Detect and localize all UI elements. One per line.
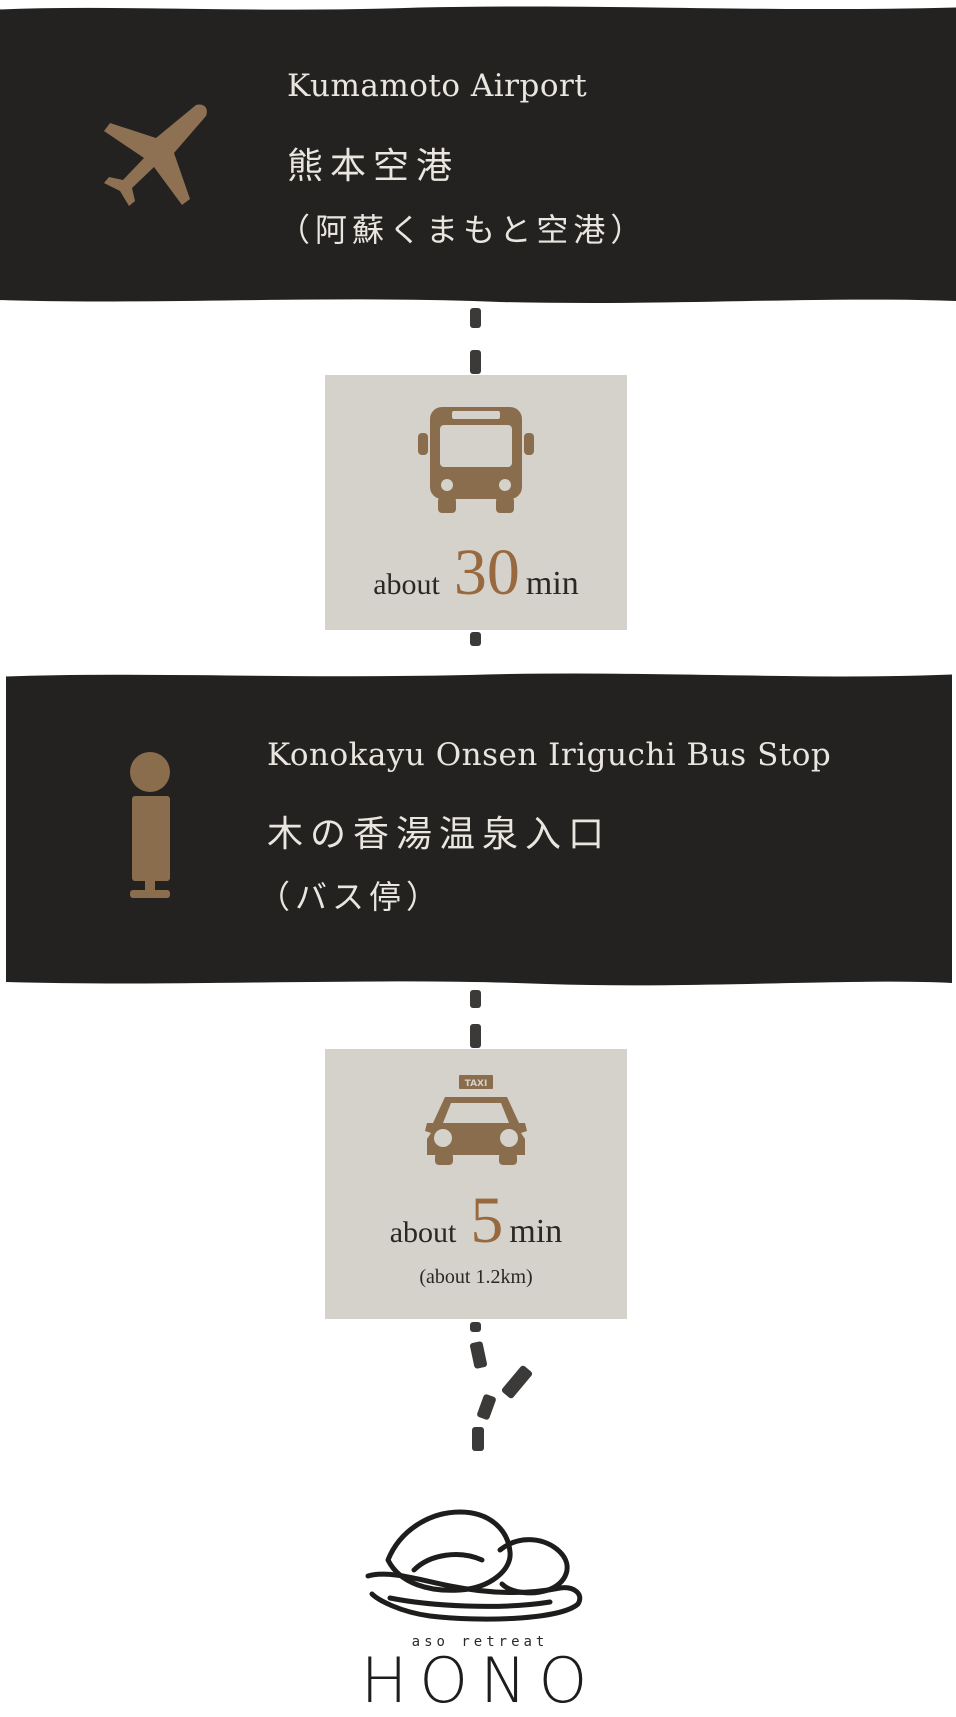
duration-about: about xyxy=(373,568,440,601)
bus-stop-panel: Konokayu Onsen Iriguchi Bus Stop 木の香湯温泉入… xyxy=(6,672,952,987)
route-dash xyxy=(469,1340,488,1370)
hono-logo-icon xyxy=(365,1509,583,1622)
bus-stop-name-ja: 木の香湯温泉入口 xyxy=(267,814,612,855)
route-dash xyxy=(470,1322,481,1332)
origin-name-ja: 熊本空港 xyxy=(287,146,460,187)
panel-rough-edge xyxy=(0,5,956,305)
logo-subtitle: aso retreat xyxy=(411,1634,549,1650)
taxi-distance: (about 1.2km) xyxy=(419,1266,533,1288)
route-dash xyxy=(500,1364,534,1400)
bus-stop-name-sub: （バス停） xyxy=(258,878,444,916)
origin-name-sub: （阿蘇くまもと空港） xyxy=(278,211,648,249)
duration-number: 5 xyxy=(470,1184,504,1257)
duration-number: 30 xyxy=(453,536,520,609)
hono-logo: aso retreat HONO xyxy=(360,1500,600,1712)
bus-stop-icon xyxy=(126,752,176,902)
bus-icon xyxy=(416,405,536,515)
route-dash xyxy=(470,308,481,328)
taxi-icon: TAXI xyxy=(421,1075,531,1167)
taxi-sign: TAXI xyxy=(465,1079,488,1089)
route-dash xyxy=(470,350,481,374)
route-dash xyxy=(470,1024,481,1048)
origin-name-en: Kumamoto Airport xyxy=(287,68,588,104)
airplane-icon xyxy=(88,95,208,215)
origin-panel: Kumamoto Airport 熊本空港 （阿蘇くまもと空港） xyxy=(0,5,956,305)
duration-about: about xyxy=(389,1216,457,1249)
route-dash xyxy=(472,1427,484,1451)
duration-unit: min xyxy=(525,565,579,602)
route-dash xyxy=(476,1393,497,1421)
panel-rough-edge xyxy=(6,672,952,987)
bus-stop-name-en: Konokayu Onsen Iriguchi Bus Stop xyxy=(267,737,832,773)
logo-title: HONO xyxy=(360,1644,600,1717)
route-dash xyxy=(470,632,481,646)
duration-unit: min xyxy=(509,1213,563,1250)
route-dash xyxy=(470,990,481,1008)
